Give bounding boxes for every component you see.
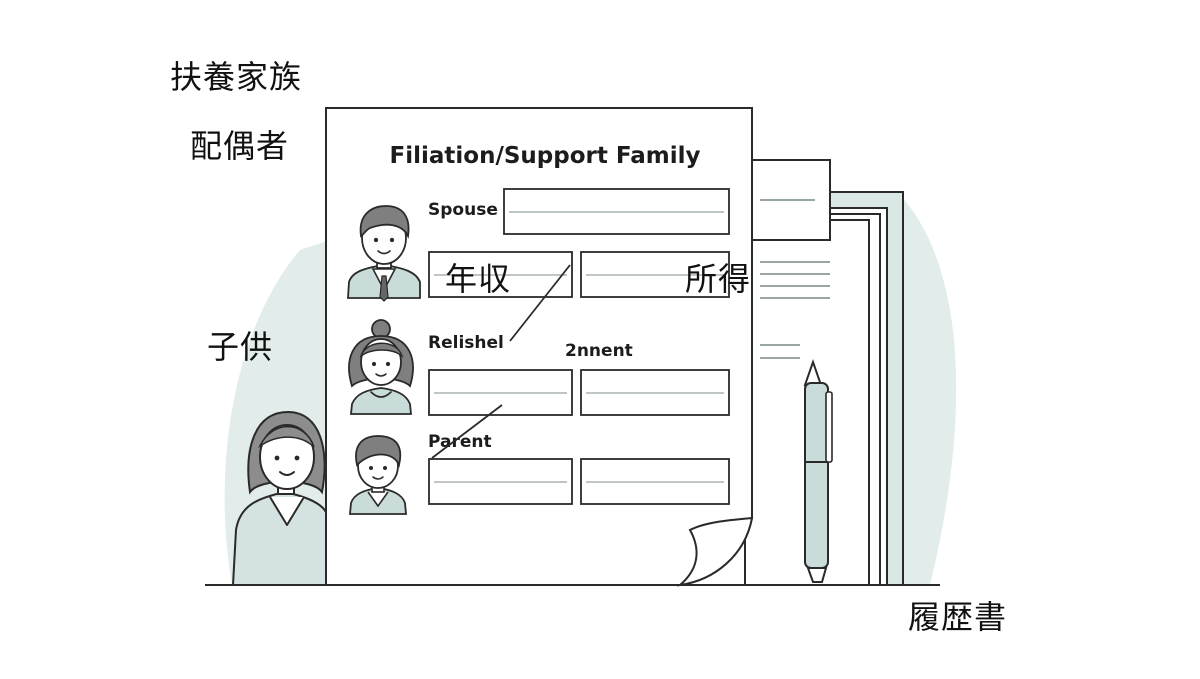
relative-income-field[interactable] [580, 369, 730, 416]
spouse-income-field[interactable] [580, 251, 730, 298]
annual-income-pointer-line [509, 264, 571, 342]
pen-icon [803, 358, 833, 583]
dependent-family-label: 扶養家族 [170, 58, 303, 96]
relative-annual-income-field[interactable] [428, 369, 573, 416]
spouse-jp-label: 配偶者 [190, 127, 290, 165]
man-avatar-icon [347, 205, 421, 302]
parent-annual-income-field[interactable] [428, 458, 573, 505]
parent-pointer-line [431, 404, 503, 459]
parent-income-field[interactable] [580, 458, 730, 505]
children-label: 子供 [207, 328, 274, 366]
spouse-name-field[interactable] [503, 188, 730, 235]
spouse-label: Spouse [428, 200, 498, 220]
spouse-annual-income-field[interactable] [428, 251, 573, 298]
income-label: 所得 [685, 260, 752, 298]
woman-avatar-icon [348, 319, 414, 415]
document-stack-icon [744, 159, 904, 586]
relative-label: Relishel [428, 333, 504, 353]
annual-income-label: 年収 [445, 260, 512, 298]
parent-amount-label: 2nnent [565, 341, 633, 361]
child-avatar-icon [349, 435, 407, 515]
woman-figure-icon [231, 410, 327, 586]
form-title: Filiation/Support Family [390, 143, 701, 169]
resume-label: 履歴書 [908, 598, 1008, 636]
parent-label: Parent [428, 432, 492, 452]
